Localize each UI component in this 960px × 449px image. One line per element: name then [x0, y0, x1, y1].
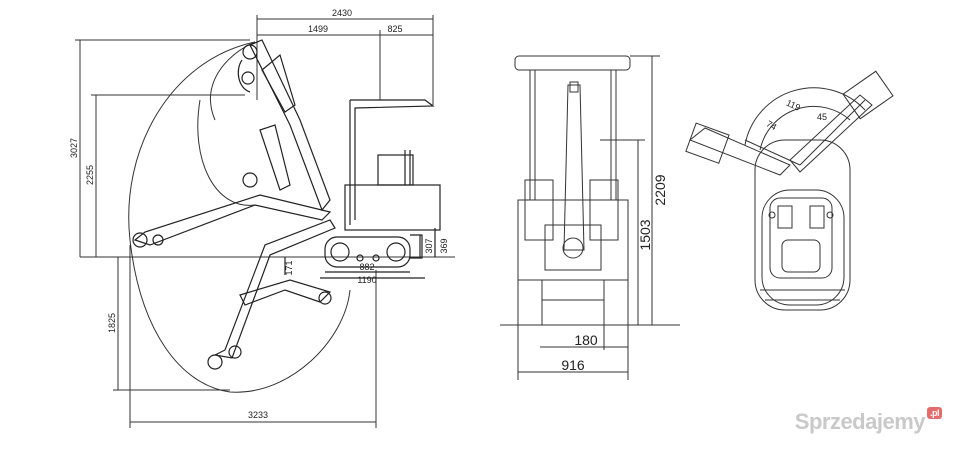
dim-1499: 1499	[308, 24, 328, 34]
dim-2209: 2209	[652, 174, 668, 205]
dim-882: 882	[359, 262, 374, 272]
dim-180: 180	[574, 332, 598, 348]
dim-916: 916	[561, 357, 585, 373]
side-view	[75, 15, 455, 428]
watermark-badge: .pl	[927, 407, 942, 419]
dim-3233: 3233	[248, 410, 268, 420]
boom-middle	[132, 124, 332, 248]
top-view	[685, 70, 894, 311]
dim-307: 307	[424, 238, 434, 253]
angle-119: 119	[785, 98, 802, 113]
watermark-text: Sprzedajemy	[794, 409, 926, 434]
boom-upper	[237, 39, 331, 212]
dim-1825: 1825	[107, 313, 117, 333]
swing-arc	[744, 87, 866, 146]
angle-45: 45	[817, 112, 827, 122]
dim-1190: 1190	[357, 275, 376, 285]
dim-3027: 3027	[69, 138, 79, 158]
front-view	[500, 55, 680, 380]
dim-369: 369	[439, 238, 449, 253]
inner-arc-2	[197, 99, 256, 206]
dim-1503: 1503	[637, 219, 653, 250]
watermark: Sprzedajemy.pl	[794, 407, 942, 435]
inner-arc	[210, 41, 256, 121]
dim-171: 171	[284, 260, 294, 275]
machine-body	[284, 99, 441, 279]
angle-74: 74	[765, 119, 779, 133]
boom-lower	[207, 219, 336, 370]
dim-825: 825	[387, 24, 402, 34]
dim-2430: 2430	[332, 8, 352, 18]
dim-2255: 2255	[85, 165, 95, 185]
reach-envelope	[128, 41, 351, 393]
